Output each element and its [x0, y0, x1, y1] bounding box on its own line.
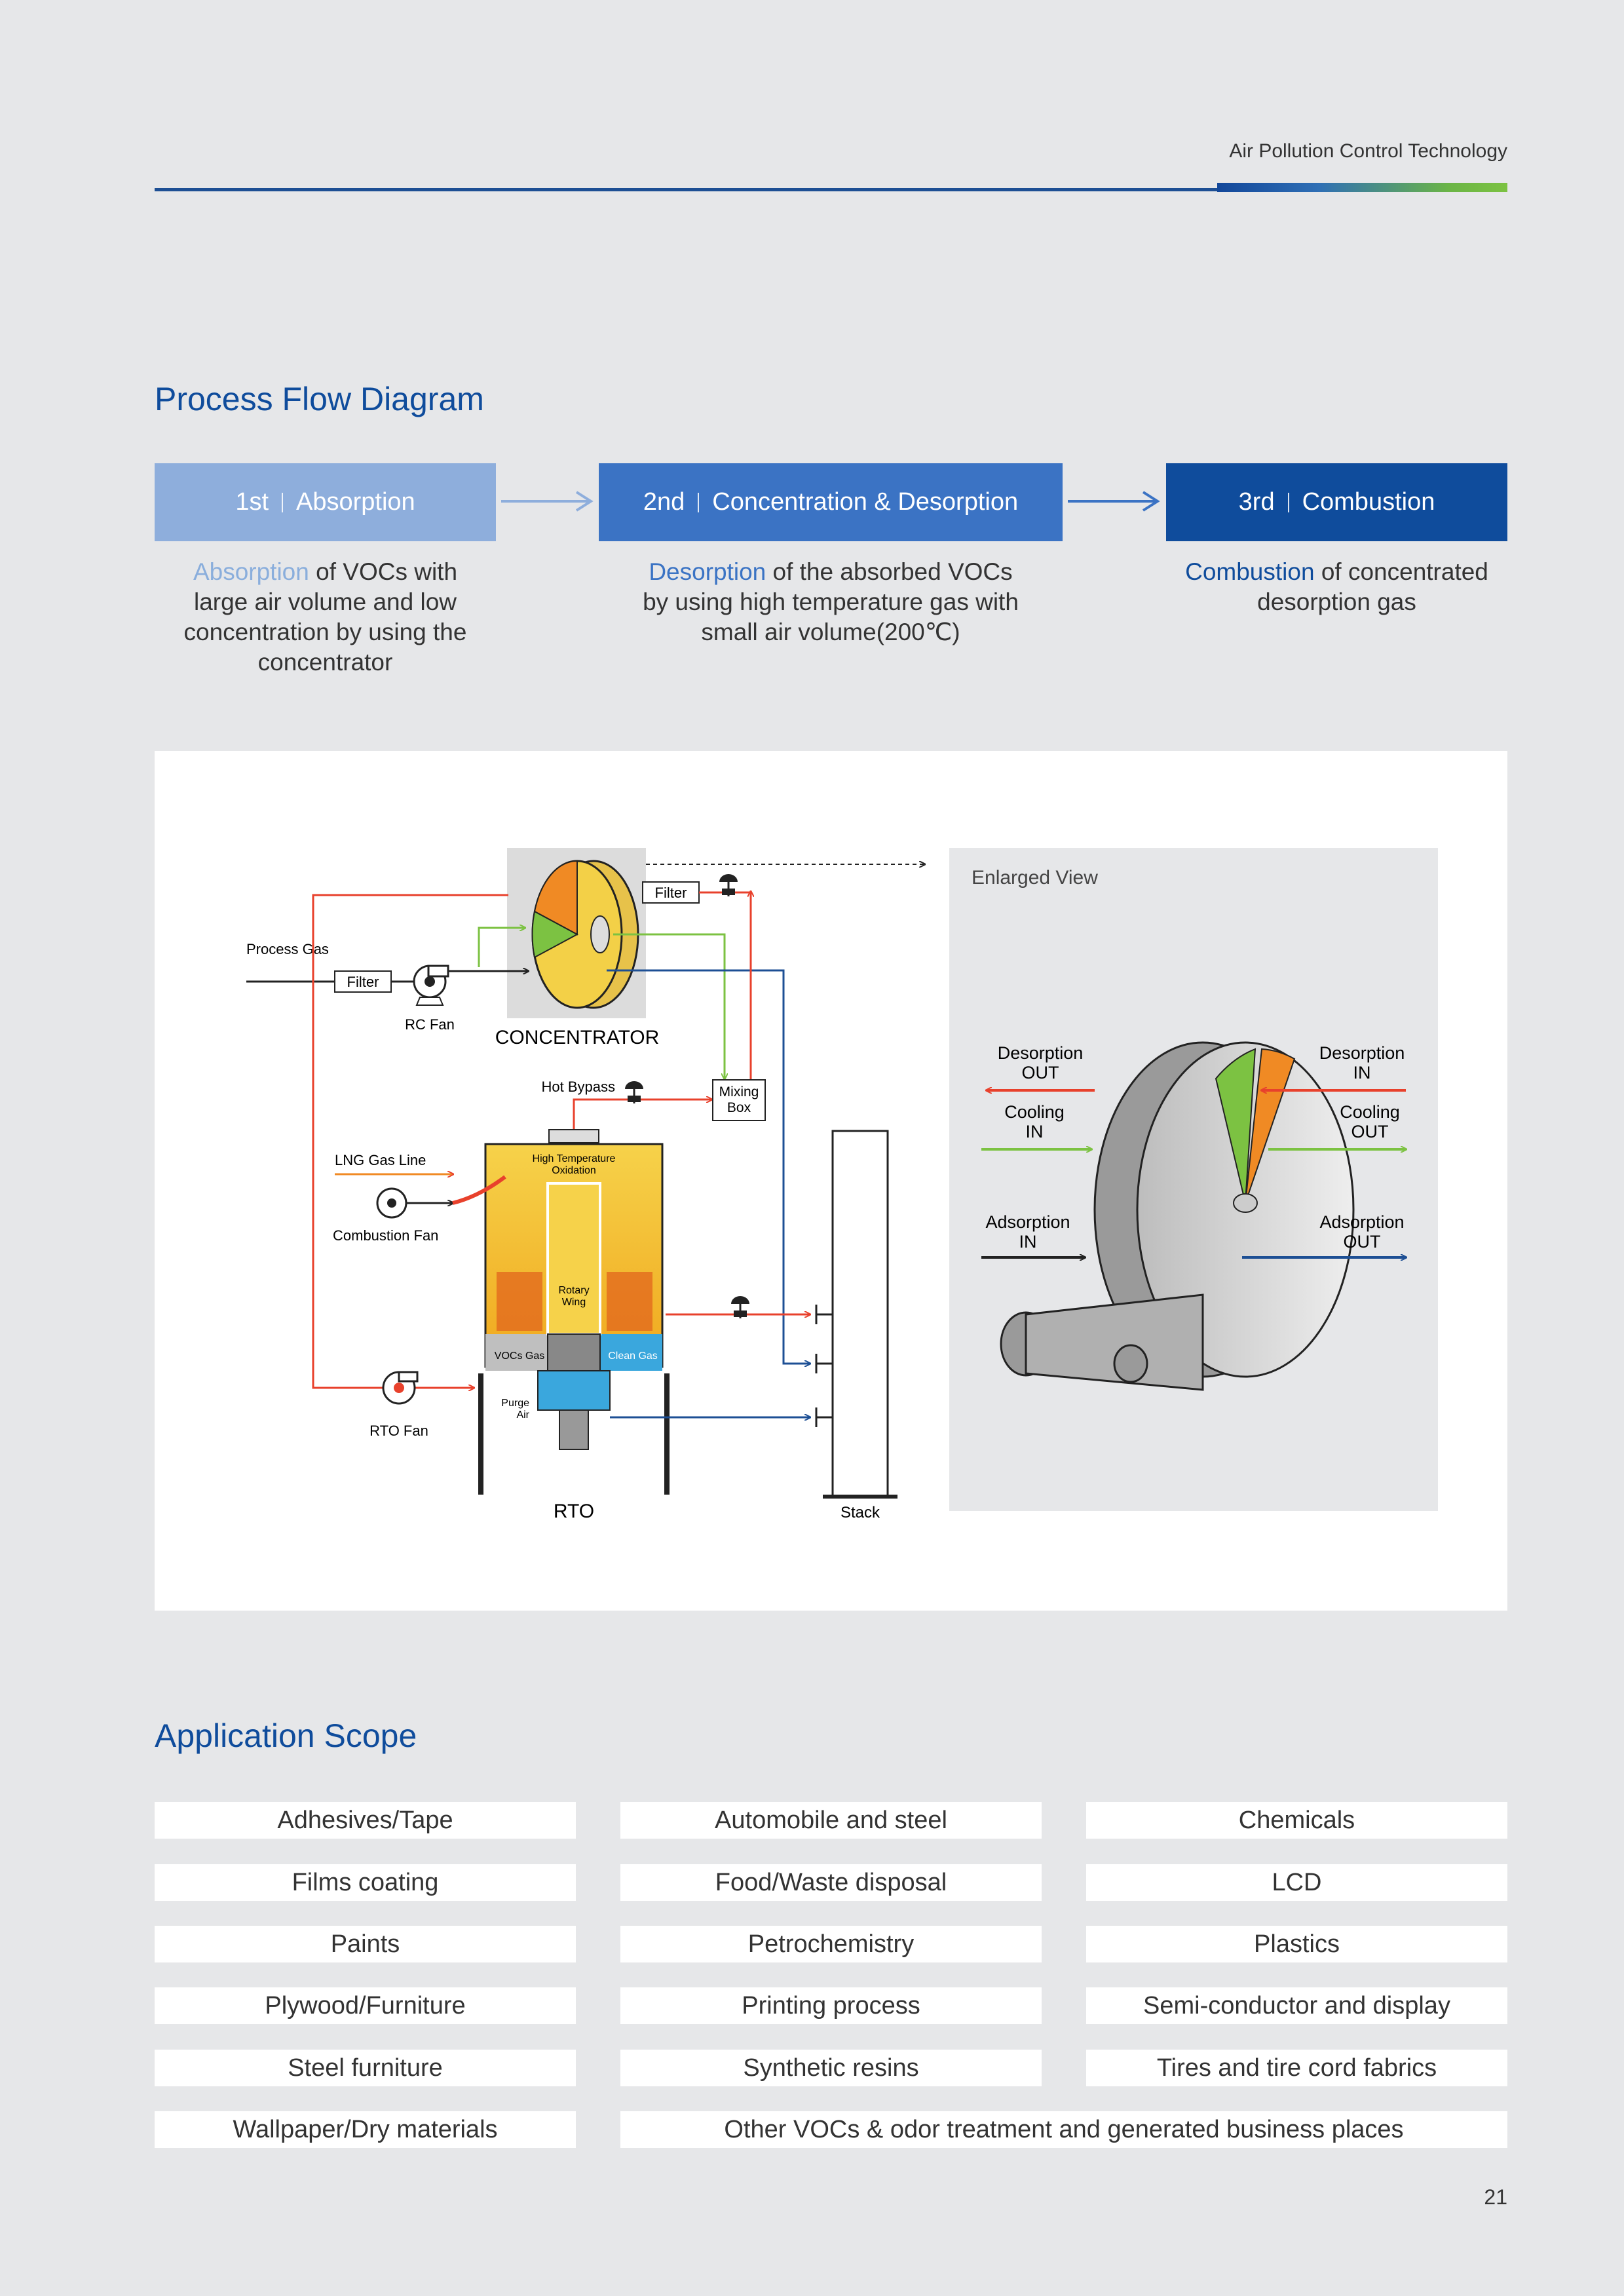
process-diagram-panel: Filter Filter Process Gas RC Fan CONCENT… — [155, 751, 1507, 1611]
process-filter-box — [334, 970, 392, 993]
process-filter-label: Filter — [347, 974, 379, 990]
concentrator-label: CONCENTRATOR — [495, 1027, 660, 1048]
application-item: Printing process — [620, 1987, 1042, 2024]
enlarged-view-title: Enlarged View — [972, 867, 1098, 889]
header-accent-bar — [1217, 183, 1507, 192]
step-1-label: Absorption — [296, 488, 415, 516]
hot-bypass-label: Hot Bypass — [542, 1079, 616, 1095]
step-1-description: Absorption of VOCs with large air volume… — [168, 557, 483, 678]
step-1-desc-text: of VOCs with large air volume and low co… — [183, 558, 467, 676]
step-separator — [282, 492, 284, 512]
application-item: Synthetic resins — [620, 2050, 1042, 2086]
process-diagram: Filter Filter Process Gas RC Fan CONCENT… — [246, 848, 1438, 1522]
step-2-label: Concentration & Desorption — [712, 488, 1019, 516]
lng-gas-line-label: LNG Gas Line — [335, 1152, 426, 1168]
step-3-desc-text: of concentrated desorption gas — [1257, 558, 1488, 615]
step-3-box: 3rd Combustion — [1166, 463, 1507, 541]
process-gas-red-line — [312, 894, 508, 1388]
step-3-description: Combustion of concentrated desorption ga… — [1166, 557, 1507, 617]
application-item: Plastics — [1086, 1926, 1507, 1962]
application-item: LCD — [1086, 1864, 1507, 1901]
enlarged-wheel — [1000, 1041, 1355, 1391]
application-item: Tires and tire cord fabrics — [1086, 2050, 1507, 2086]
step-1-desc-highlight: Absorption — [193, 558, 309, 585]
rto-fan-icon — [382, 1371, 419, 1405]
stack — [815, 1130, 897, 1499]
rc-fan-icon — [413, 965, 449, 1006]
step-2-desc-highlight: Desorption — [649, 558, 766, 585]
mixing-box — [712, 1079, 766, 1121]
step-3-num: 3rd — [1238, 488, 1275, 516]
header-title: Air Pollution Control Technology — [1229, 140, 1507, 162]
application-item: Plywood/Furniture — [155, 1987, 576, 2024]
step-2-desc-text: of the absorbed VOCs by using high tempe… — [643, 558, 1019, 645]
valve-icon — [625, 1081, 643, 1103]
step-2-num: 2nd — [643, 488, 685, 516]
application-item: Petrochemistry — [620, 1926, 1042, 1962]
page-number: 21 — [1484, 2185, 1507, 2209]
application-item: Films coating — [155, 1864, 576, 1901]
application-item: Paints — [155, 1926, 576, 1962]
application-item: Automobile and steel — [620, 1802, 1042, 1839]
application-item: Other VOCs & odor treatment and generate… — [620, 2111, 1507, 2148]
cooling-line — [478, 928, 525, 967]
step-2-box: 2nd Concentration & Desorption — [599, 463, 1063, 541]
step-1-box: 1st Absorption — [155, 463, 496, 541]
top-filter-label: Filter — [655, 885, 687, 901]
valve-icon — [731, 1296, 749, 1318]
step-separator — [1287, 492, 1289, 512]
rto-unit — [452, 1129, 670, 1495]
desorption-to-mixing-line — [613, 933, 725, 1079]
application-item: Steel furniture — [155, 2050, 576, 2086]
process-flow-title: Process Flow Diagram — [155, 381, 484, 417]
application-item: Semi-conductor and display — [1086, 1987, 1507, 2024]
header-rule — [155, 188, 1507, 191]
concentrator-wheel — [531, 860, 639, 1009]
application-item: Food/Waste disposal — [620, 1864, 1042, 1901]
rto-label: RTO — [554, 1501, 594, 1522]
combustion-fan-label: Combustion Fan — [333, 1227, 438, 1244]
application-item: Wallpaper/Dry materials — [155, 2111, 576, 2148]
clean-gas-label: Clean Gas — [608, 1350, 658, 1362]
top-filter-box — [642, 881, 700, 904]
application-scope-title: Application Scope — [155, 1717, 417, 1754]
combustion-fan-icon — [376, 1187, 407, 1219]
process-gas-label: Process Gas — [246, 941, 329, 957]
step-arrow-2 — [1068, 491, 1160, 512]
vocs-gas-label: VOCs Gas — [495, 1350, 544, 1362]
step-1-num: 1st — [235, 488, 269, 516]
rc-fan-label: RC Fan — [405, 1016, 455, 1033]
clean-air-line — [607, 969, 810, 1364]
stack-label: Stack — [840, 1504, 880, 1521]
application-item: Adhesives/Tape — [155, 1802, 576, 1839]
step-2-description: Desorption of the absorbed VOCs by using… — [635, 557, 1026, 647]
rto-fan-label: RTO Fan — [369, 1423, 428, 1439]
step-separator — [698, 492, 700, 512]
application-item: Chemicals — [1086, 1802, 1507, 1839]
valve-icon — [719, 874, 738, 896]
step-arrow-1 — [501, 491, 594, 512]
step-3-desc-highlight: Combustion — [1185, 558, 1315, 585]
step-3-label: Combustion — [1302, 488, 1435, 516]
